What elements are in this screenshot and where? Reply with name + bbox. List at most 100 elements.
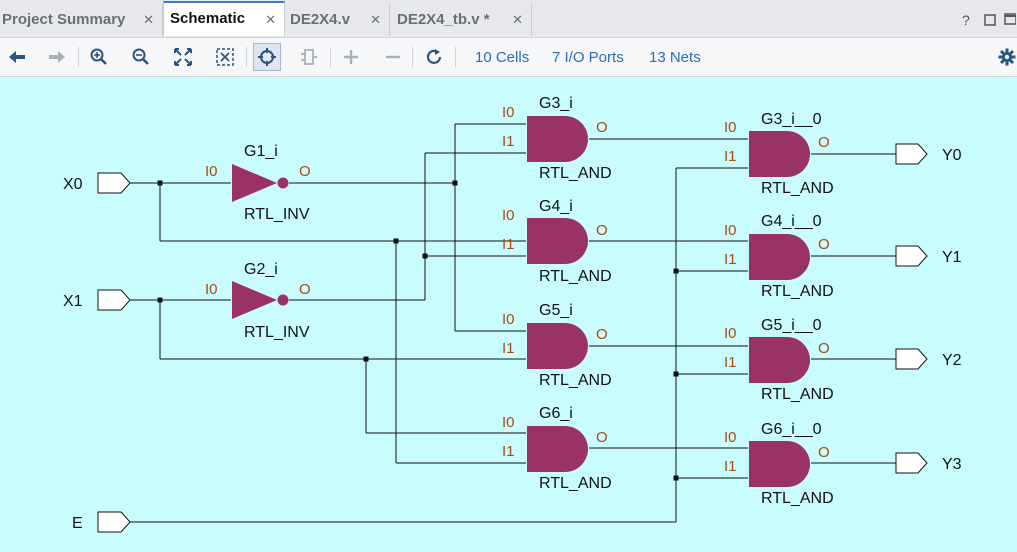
cell-type: RTL_AND: [761, 386, 834, 403]
pin-label: O: [596, 326, 608, 343]
cell-button[interactable]: [296, 45, 322, 69]
schematic-canvas[interactable]: X0 X1 E Y0 Y1 Y2: [0, 77, 1017, 552]
and-symbol: [527, 426, 588, 472]
cell-type: RTL_AND: [539, 268, 612, 285]
expand-button[interactable]: [338, 45, 364, 69]
pin-label: O: [818, 340, 830, 357]
junction-dot: [363, 356, 369, 362]
cell-name: G4_i__0: [761, 213, 822, 230]
inverter-g1-i[interactable]: G1_i RTL_INV I0 O: [205, 143, 311, 223]
junction-dot: [673, 475, 679, 481]
pin-label: I1: [724, 251, 737, 268]
junction-dot: [452, 180, 458, 186]
output-port-y0[interactable]: Y0: [895, 143, 962, 165]
port-label: Y2: [942, 352, 962, 369]
restore-icon[interactable]: [984, 13, 996, 29]
refresh-icon: [426, 49, 442, 64]
and-symbol: [527, 116, 588, 162]
cell-type: RTL_AND: [761, 283, 834, 300]
pin-label: O: [818, 444, 830, 461]
and-gate-g5-i-0[interactable]: G5_i__0 RTL_AND I0 I1 O: [724, 317, 834, 403]
and-gate-g3-i-0[interactable]: G3_i__0 RTL_AND I0 I1 O: [724, 111, 834, 197]
inverter-symbol: [232, 281, 277, 319]
input-port-e[interactable]: E: [72, 511, 131, 533]
toolbar-separator: [330, 47, 331, 67]
close-icon[interactable]: ✕: [143, 12, 154, 27]
close-icon[interactable]: ✕: [512, 12, 523, 27]
and-gate-g3-i[interactable]: G3_i RTL_AND I0 I1 O: [502, 95, 612, 182]
junction-dot: [673, 371, 679, 377]
junction-dot: [157, 297, 163, 303]
and-gate-g6-i[interactable]: G6_i RTL_AND I0 I1 O: [502, 405, 612, 492]
nets-count-link[interactable]: 13 Nets: [649, 49, 701, 66]
output-port-y2[interactable]: Y2: [895, 348, 962, 370]
cell-name: G1_i: [244, 143, 278, 160]
pin-label: I0: [502, 207, 515, 224]
zoom-area-icon: [216, 48, 234, 66]
back-button[interactable]: [4, 45, 30, 69]
junction-dot: [157, 180, 163, 186]
pin-label: O: [596, 119, 608, 136]
inverter-bubble: [277, 294, 289, 306]
and-gate-g4-i-0[interactable]: G4_i__0 RTL_AND I0 I1 O: [724, 213, 834, 300]
pin-label: O: [596, 222, 608, 239]
port-label: Y1: [942, 249, 962, 266]
cell-type: RTL_INV: [244, 206, 310, 223]
settings-button[interactable]: [994, 45, 1017, 69]
refresh-button[interactable]: [421, 45, 447, 69]
close-icon[interactable]: ✕: [265, 12, 276, 27]
junction-dot: [673, 268, 679, 274]
and-gate-g5-i[interactable]: G5_i RTL_AND I0 I1 O: [502, 302, 612, 389]
tab-project-summary[interactable]: Project Summary ✕: [0, 3, 163, 36]
and-gate-g6-i-0[interactable]: G6_i__0 RTL_AND I0 I1 O: [724, 421, 834, 507]
input-port-x0[interactable]: X0: [63, 172, 131, 194]
and-gate-g4-i[interactable]: G4_i RTL_AND I0 I1 O: [502, 198, 612, 285]
pin-label: I0: [724, 429, 737, 446]
and-symbol: [527, 323, 588, 369]
cell-name: G6_i: [539, 405, 573, 422]
tab-de2x4-v[interactable]: DE2X4.v ✕: [285, 3, 390, 36]
zoom-area-button[interactable]: [212, 45, 238, 69]
collapse-button[interactable]: [380, 45, 406, 69]
cell-name: G6_i__0: [761, 421, 822, 438]
inverter-bubble: [277, 177, 289, 189]
zoom-in-button[interactable]: [86, 45, 112, 69]
zoom-in-icon: [90, 48, 107, 65]
help-icon[interactable]: ?: [962, 12, 970, 28]
forward-button[interactable]: [44, 45, 70, 69]
tab-de2x4-tb-v[interactable]: DE2X4_tb.v * ✕: [390, 3, 532, 36]
auto-fit-toggle[interactable]: [253, 43, 281, 71]
port-label: X1: [63, 293, 83, 310]
cell-type: RTL_AND: [539, 475, 612, 492]
tab-label: DE2X4_tb.v *: [397, 11, 490, 28]
output-port-y1[interactable]: Y1: [895, 245, 962, 267]
maximize-icon[interactable]: [1004, 12, 1017, 28]
pin-label: I0: [502, 104, 515, 121]
junction-dot: [393, 238, 399, 244]
input-port-x1[interactable]: X1: [63, 289, 131, 311]
pin-label: I1: [724, 354, 737, 371]
zoom-out-button[interactable]: [128, 45, 154, 69]
cell-name: G4_i: [539, 198, 573, 215]
output-port-y3[interactable]: Y3: [895, 452, 962, 474]
pin-label: I0: [724, 119, 737, 136]
zoom-fit-button[interactable]: [170, 45, 196, 69]
pin-label: I1: [502, 133, 515, 150]
tab-label: Project Summary: [2, 11, 126, 28]
zoom-out-icon: [132, 48, 149, 65]
junctions: [157, 180, 679, 481]
inverter-g2-i[interactable]: G2_i RTL_INV I0 O: [205, 261, 311, 341]
close-icon[interactable]: ✕: [370, 12, 381, 27]
cell-name: G3_i__0: [761, 111, 822, 128]
minus-icon: [386, 55, 400, 59]
io-ports-count-link[interactable]: 7 I/O Ports: [552, 49, 624, 66]
editor-tab-bar: Project Summary ✕ Schematic ✕ DE2X4.v ✕ …: [0, 0, 1017, 38]
schematic-toolbar: 10 Cells 7 I/O Ports 13 Nets: [0, 38, 1017, 77]
tab-schematic[interactable]: Schematic ✕: [163, 1, 285, 36]
cell-name: G5_i: [539, 302, 573, 319]
schematic-diagram[interactable]: X0 X1 E Y0 Y1 Y2: [0, 77, 1017, 552]
port-label: E: [72, 515, 83, 532]
fit-icon: [174, 48, 192, 66]
pin-label: O: [299, 163, 311, 180]
cells-count-link[interactable]: 10 Cells: [475, 49, 530, 66]
